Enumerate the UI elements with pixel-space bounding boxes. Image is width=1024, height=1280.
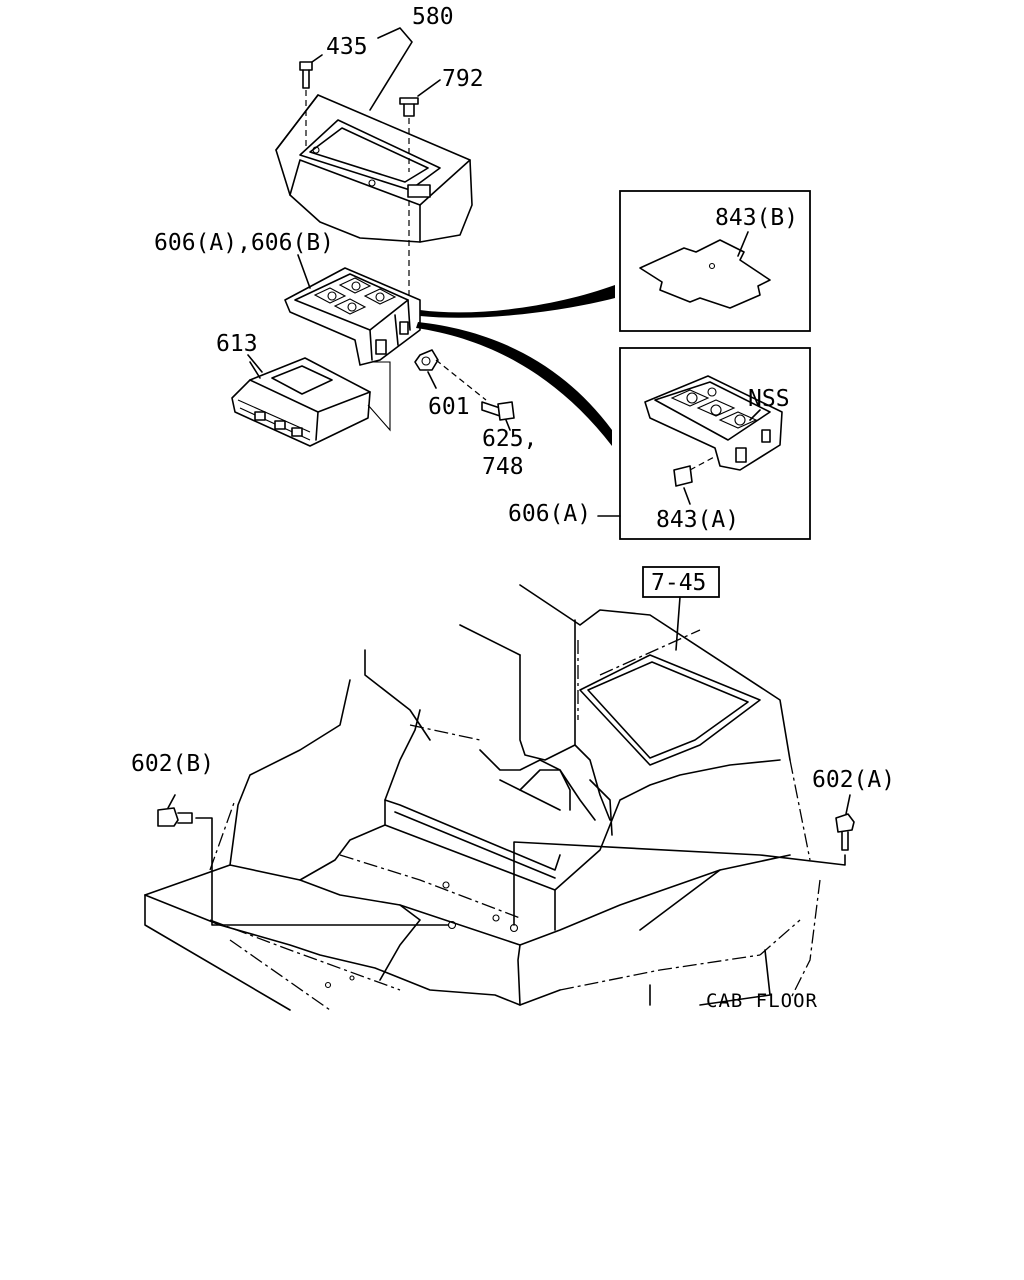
label-435: 435	[326, 34, 368, 60]
label-602a: 602(A)	[812, 767, 895, 793]
leader-745	[675, 596, 681, 651]
bolt-625	[435, 359, 515, 431]
bracket-606	[284, 200, 421, 366]
ecu-613	[231, 357, 371, 447]
label-601: 601	[428, 394, 470, 420]
ecu-bracket-leader	[367, 361, 391, 432]
label-745: 7-45	[651, 570, 706, 596]
label-nss: NSS	[748, 386, 790, 412]
leader-cabfloor	[699, 949, 771, 1006]
cover-580	[275, 94, 473, 243]
bolt-602a	[513, 794, 855, 926]
leader-580	[369, 27, 413, 111]
pad-843b	[639, 239, 771, 309]
label-843b: 843(B)	[715, 205, 798, 231]
bolt-602b	[157, 794, 449, 926]
label-cab-floor: CAB FLOOR	[706, 990, 818, 1012]
leader-nss	[749, 409, 761, 421]
label-606a: 606(A)	[508, 501, 591, 527]
bolt-435	[299, 61, 313, 150]
label-792: 792	[442, 66, 484, 92]
bracket-nss	[644, 375, 783, 471]
ref-box-745	[642, 566, 720, 598]
cab-floor	[144, 584, 821, 1011]
leader-435	[311, 54, 323, 63]
label-606ab: 606(A),606(B)	[154, 230, 334, 256]
label-843a: 843(A)	[656, 507, 739, 533]
pad-843a	[673, 455, 717, 505]
leader-843b	[737, 231, 749, 257]
label-602b: 602(B)	[131, 751, 214, 777]
nut-601	[414, 349, 439, 389]
label-580: 580	[412, 4, 454, 30]
leader-792	[417, 79, 441, 97]
clip-792	[399, 97, 419, 172]
leader-606ab	[297, 254, 311, 289]
leader-613	[247, 354, 263, 373]
label-748: 748	[482, 454, 524, 480]
label-625: 625,	[482, 426, 537, 452]
callout-to-843b	[420, 285, 615, 318]
label-613: 613	[216, 331, 258, 357]
